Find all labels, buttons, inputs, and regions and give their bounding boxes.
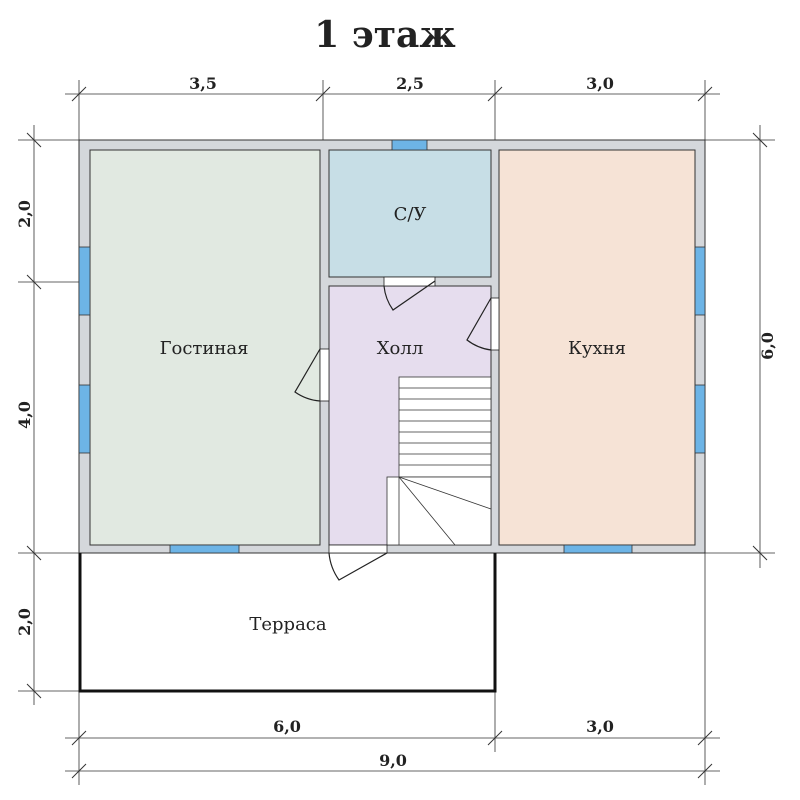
staircase bbox=[386, 376, 492, 546]
dimension-lines bbox=[18, 80, 775, 785]
dim-top-3: 3,0 bbox=[586, 74, 614, 93]
door-icon bbox=[328, 552, 388, 581]
dim-total: 9,0 bbox=[379, 751, 407, 770]
door-icon bbox=[383, 280, 436, 311]
window-icon bbox=[169, 544, 240, 554]
window-icon bbox=[694, 246, 706, 316]
label-terrace: Терраса bbox=[249, 614, 327, 635]
dim-bottom-2: 3,0 bbox=[586, 717, 614, 736]
dim-top-2: 2,5 bbox=[396, 74, 424, 93]
label-hall: Холл bbox=[377, 338, 424, 359]
doors bbox=[294, 276, 500, 581]
label-kitchen: Кухня bbox=[568, 338, 626, 359]
window-icon bbox=[391, 139, 428, 151]
dim-left-3: 2,0 bbox=[15, 608, 34, 636]
dim-left-1: 2,0 bbox=[15, 200, 34, 228]
dim-bottom-1: 6,0 bbox=[273, 717, 301, 736]
room-living bbox=[89, 149, 321, 546]
terrace-outline bbox=[78, 553, 497, 693]
dim-left-2: 4,0 bbox=[15, 401, 34, 429]
room-bathroom bbox=[328, 149, 492, 278]
plan-title: 1 этаж bbox=[314, 14, 456, 56]
label-bathroom: С/У bbox=[394, 204, 427, 225]
door-icon bbox=[294, 348, 321, 402]
window-icon bbox=[563, 544, 633, 554]
window-icon bbox=[78, 246, 91, 316]
window-icon bbox=[694, 384, 706, 454]
window-icon bbox=[78, 384, 91, 454]
label-living: Гостиная bbox=[160, 338, 249, 359]
windows bbox=[78, 139, 706, 554]
door-icon bbox=[466, 297, 492, 351]
room-kitchen bbox=[498, 149, 696, 546]
dim-right: 6,0 bbox=[758, 332, 777, 360]
dim-top-1: 3,5 bbox=[189, 74, 217, 93]
